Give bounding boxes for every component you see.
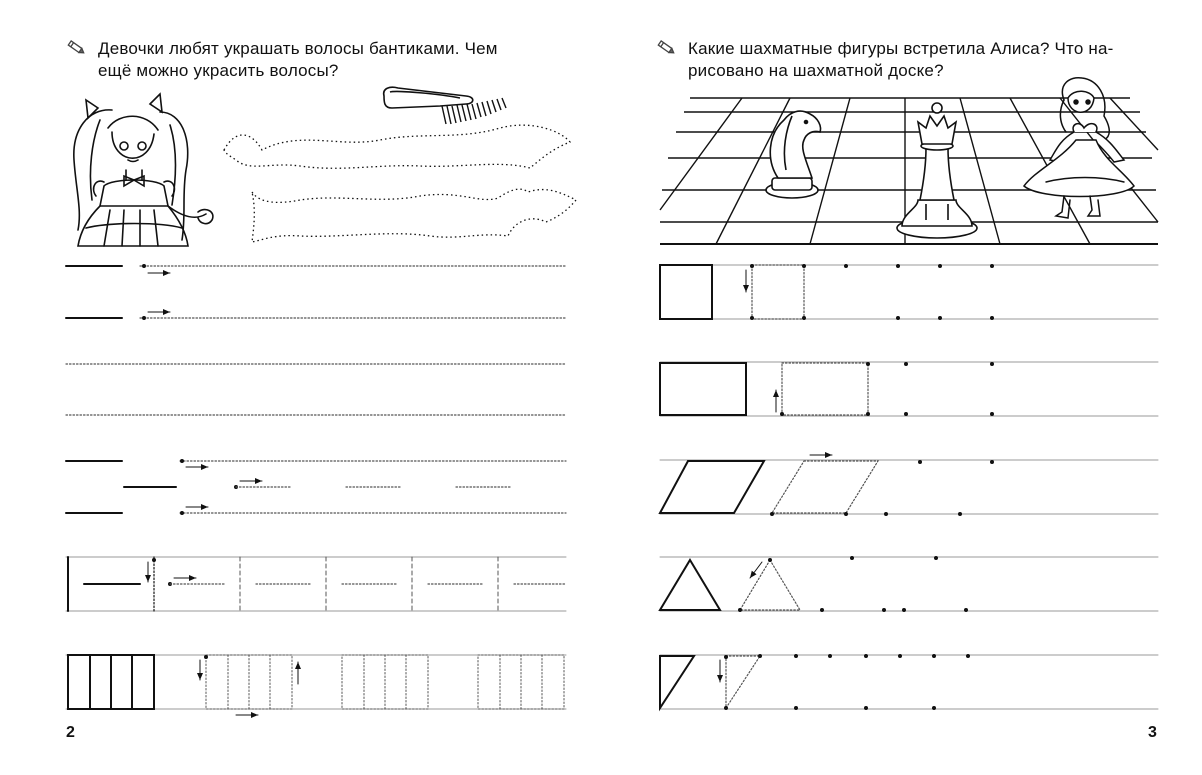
pencil-icon bbox=[67, 40, 85, 54]
ribbon-tracing-shapes bbox=[223, 124, 578, 243]
knight-chess-piece bbox=[765, 110, 822, 199]
right-task-line-2: рисовано на шахматной доске? bbox=[688, 61, 944, 80]
left-task-line-1: Девочки любят украшать волосы бантиками.… bbox=[98, 39, 498, 58]
alice-illustration bbox=[1022, 76, 1135, 219]
right-task-text: Какие шахматные фигуры встретила Алиса? … bbox=[688, 38, 1114, 82]
left-task-text: Девочки любят украшать волосы бантиками.… bbox=[98, 38, 498, 82]
right-page-number: 3 bbox=[1148, 724, 1157, 741]
comb-illustration bbox=[382, 86, 507, 125]
left-page-number: 2 bbox=[66, 724, 75, 741]
right-task-line-1: Какие шахматные фигуры встретила Алиса? … bbox=[688, 39, 1114, 58]
queen-chess-piece bbox=[896, 102, 978, 239]
right-shape-exercises bbox=[658, 264, 1159, 712]
left-task-line-2: ещё можно украсить волосы? bbox=[98, 61, 339, 80]
left-writing-exercises bbox=[65, 264, 567, 718]
girl-illustration bbox=[73, 92, 214, 247]
pencil-icon bbox=[657, 40, 675, 54]
